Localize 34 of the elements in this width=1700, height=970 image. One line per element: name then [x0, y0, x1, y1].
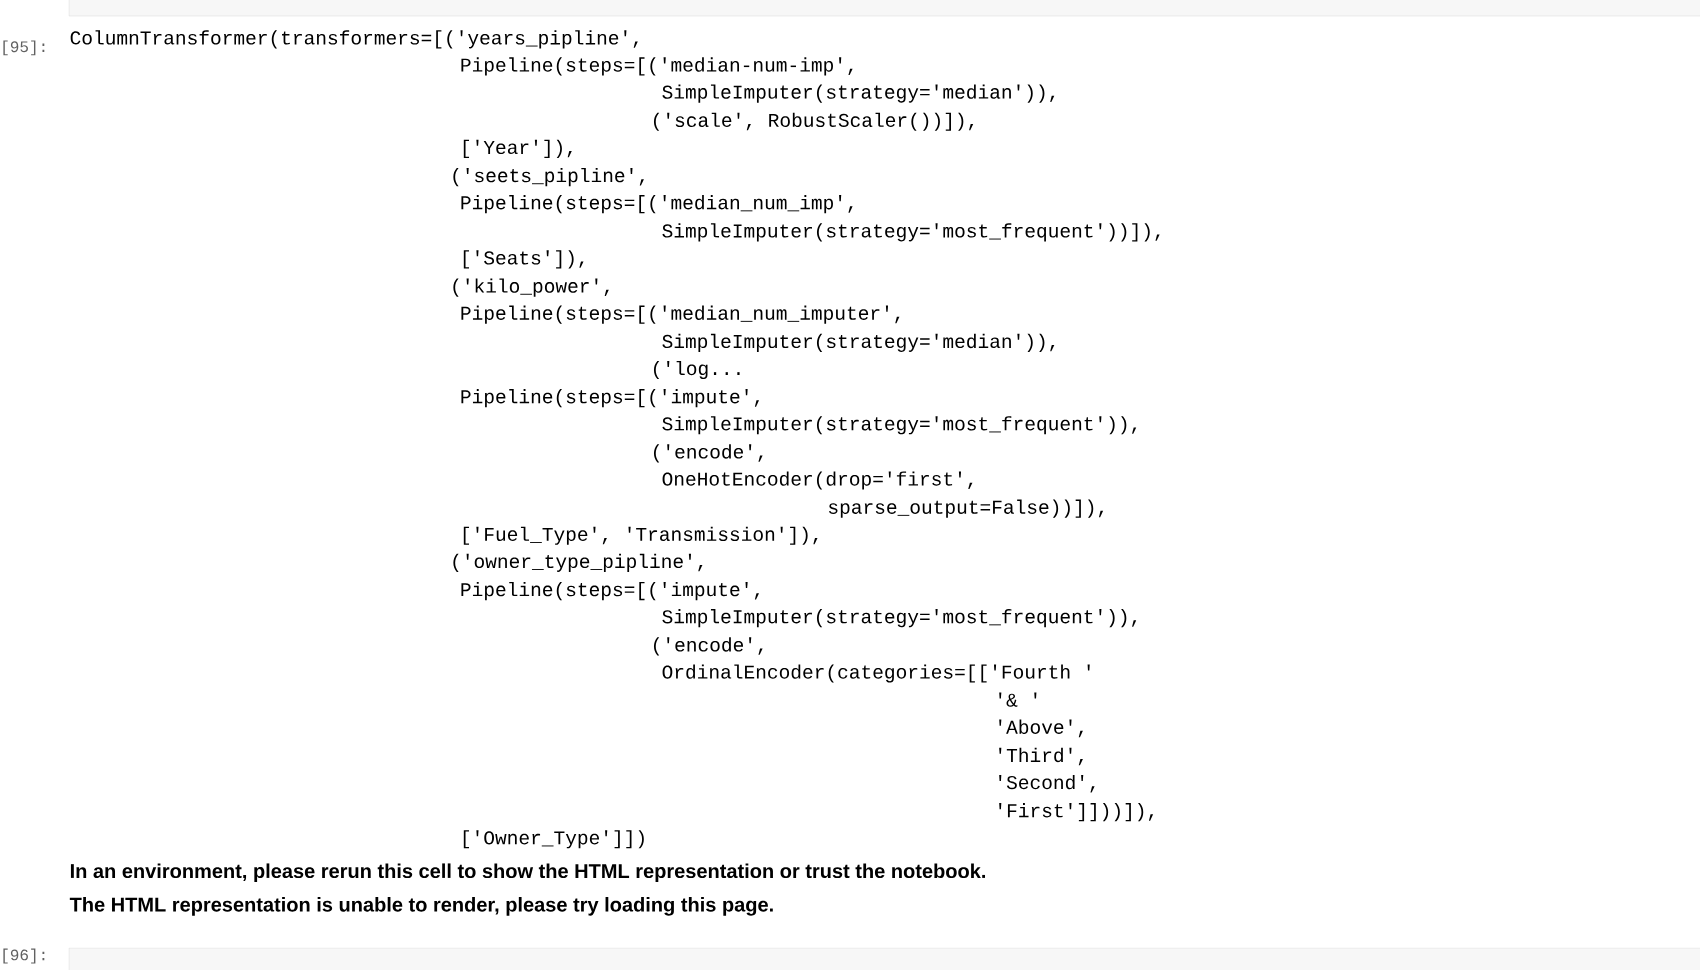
- code-line: SimpleImputer(strategy='most_frequent'))]),: [662, 223, 1160, 242]
- code-line: '& ': [999, 692, 1037, 707]
- code-line: ('seets_pipline',: [453, 167, 644, 187]
- code-line: ('kilo_power',: [453, 278, 609, 297]
- output-message: The HTML representation is unable to render, please try loading this page.: [69, 897, 773, 916]
- code-line: Pipeline(steps=[('median-num-imp',: [461, 57, 853, 76]
- code-line: SimpleImputer(strategy='median')),: [662, 84, 1055, 103]
- code-line: Pipeline(steps=[('impute',: [461, 389, 759, 408]
- code-line: 'Third',: [999, 747, 1083, 766]
- code-line: ['Owner_Type']]): [463, 830, 644, 849]
- code-line: ('log...: [653, 360, 740, 380]
- code-line: ('encode',: [653, 444, 763, 463]
- code-line: Pipeline(steps=[('impute',: [461, 582, 759, 601]
- code-line: Pipeline(steps=[('median_num_imp',: [461, 195, 853, 214]
- code-line: SimpleImputer(strategy='most_frequent')),: [662, 609, 1137, 628]
- code-line: sparse_output=False))]),: [829, 499, 1104, 518]
- code-line: ['Seats']),: [463, 250, 584, 269]
- output-message: In an environment, please rerun this cell to show the HTML representation or trust the notebook.: [70, 863, 985, 883]
- code-line: ('owner_type_pipline',: [453, 553, 703, 572]
- code-line: 'Above',: [999, 719, 1083, 738]
- code-line: SimpleImputer(strategy='median')),: [662, 333, 1055, 352]
- code-line: 'Second',: [999, 774, 1095, 793]
- code-line: SimpleImputer(strategy='most_frequent')),: [662, 416, 1137, 435]
- code-line: ('encode',: [653, 637, 763, 656]
- cell-prompt: [95]:: [3, 40, 45, 56]
- code-line: OrdinalEncoder(categories=[['Fourth ': [662, 664, 1090, 683]
- cell-prompt: [96]:: [3, 948, 45, 964]
- code-line: Pipeline(steps=[('median_num_imputer',: [461, 305, 900, 324]
- code-line: ['Year']),: [463, 139, 572, 158]
- code-line: 'First']]))]),: [999, 803, 1154, 822]
- code-line: ColumnTransformer(transformers=[('years_pipline',: [70, 30, 638, 49]
- code-line: ['Fuel_Type', 'Transmission']),: [463, 526, 818, 545]
- code-line: ('scale', RobustScaler())]),: [653, 112, 974, 131]
- code-line: OneHotEncoder(drop='first',: [662, 471, 973, 490]
